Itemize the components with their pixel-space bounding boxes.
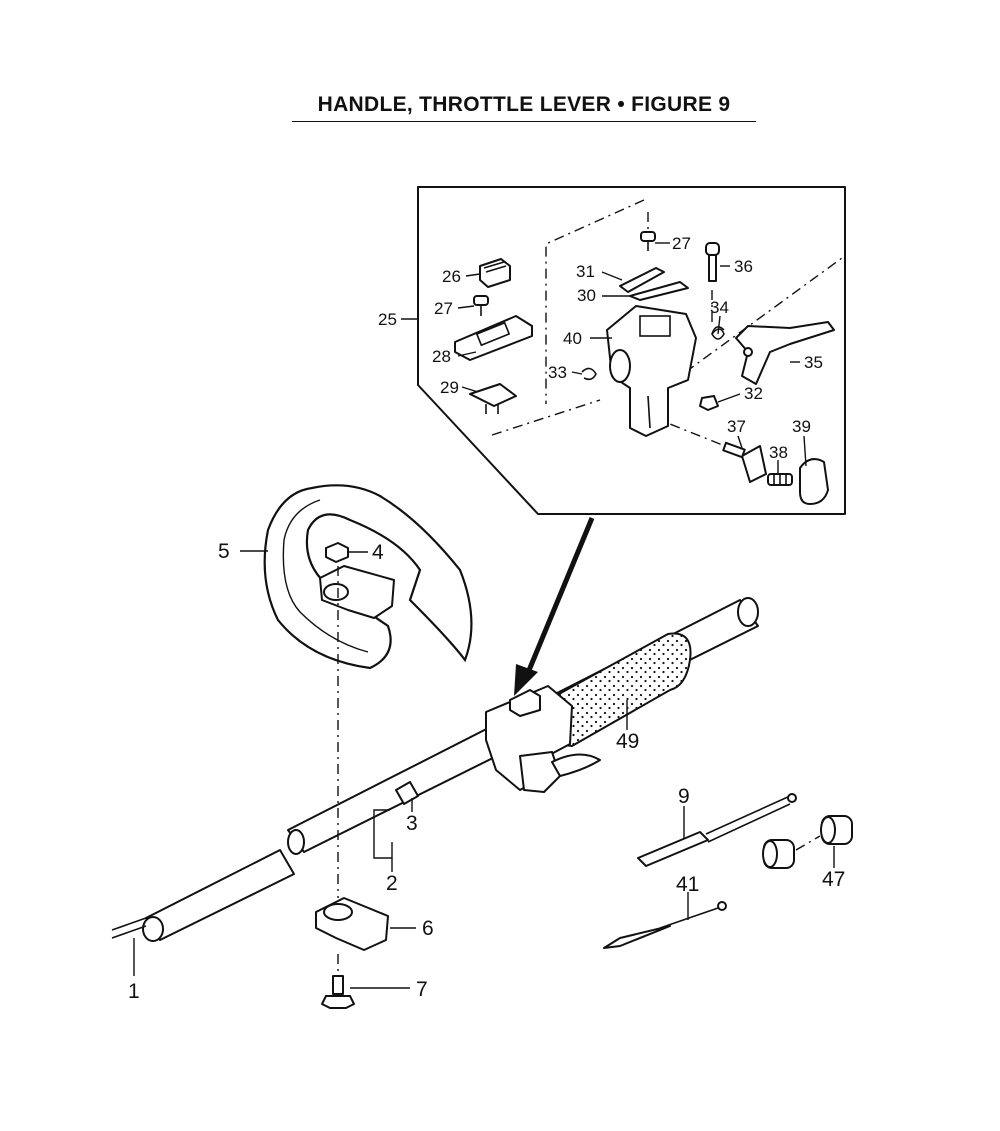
detail-pointer-arrow xyxy=(514,517,595,696)
pin-37-part xyxy=(722,441,767,483)
clamp-lower-part xyxy=(315,897,389,951)
label-part-49: 49 xyxy=(616,730,639,753)
label-part-33: 33 xyxy=(548,363,567,382)
title-underline xyxy=(292,121,756,122)
throttle-lever-part xyxy=(735,321,835,385)
switch-plate-part xyxy=(454,315,533,361)
label-part-40: 40 xyxy=(563,329,582,348)
spring-38-part xyxy=(767,473,793,486)
plate-parts xyxy=(619,267,689,301)
page-title: HANDLE, THROTTLE LEVER • FIGURE 9 xyxy=(317,93,731,116)
loop-handle-part xyxy=(263,484,473,670)
throttle-housing-part xyxy=(606,305,697,437)
label-part-1: 1 xyxy=(128,980,140,1003)
label-part-2: 2 xyxy=(386,872,398,895)
bushing-part xyxy=(762,815,853,869)
label-part-27: 27 xyxy=(434,299,453,318)
label-part-31: 31 xyxy=(576,262,595,281)
label-part-6: 6 xyxy=(422,917,434,940)
detail-inset-box xyxy=(417,186,846,515)
bolt-part xyxy=(321,975,355,1009)
label-part-9: 9 xyxy=(678,785,690,808)
throttle-housing-assembled xyxy=(485,685,601,793)
label-part-38: 38 xyxy=(769,443,788,462)
throttle-cable-part xyxy=(637,793,797,867)
label-part-25: 25 xyxy=(378,310,397,329)
screw-36-part xyxy=(705,242,720,282)
clip-part xyxy=(581,367,597,381)
label-part-39: 39 xyxy=(792,417,811,436)
label-part-29: 29 xyxy=(440,378,459,397)
nut-32-part xyxy=(699,395,719,411)
screw-part xyxy=(473,231,656,316)
switch-knob-part xyxy=(479,258,511,288)
label-part-3: 3 xyxy=(406,812,418,835)
label-part-5: 5 xyxy=(218,540,230,563)
label-part-28: 28 xyxy=(432,347,451,366)
label-part-4: 4 xyxy=(372,541,384,564)
label-part-30: 30 xyxy=(577,286,596,305)
label-part-7: 7 xyxy=(416,978,428,1001)
label-part-35: 35 xyxy=(804,353,823,372)
stop-wire-part xyxy=(603,901,727,949)
label-part-41: 41 xyxy=(676,873,699,896)
cover-39-part xyxy=(799,458,829,505)
label-part-27: 27 xyxy=(672,234,691,253)
contact-spring-part xyxy=(469,383,517,414)
label-part-34: 34 xyxy=(710,298,729,317)
leader-lines xyxy=(133,242,835,989)
label-part-36: 36 xyxy=(734,257,753,276)
part-labels: 25 26 27 27 28 29 30 31 32 33 34 35 36 3… xyxy=(128,234,845,1003)
label-part-32: 32 xyxy=(744,384,763,403)
label-part-37: 37 xyxy=(727,417,746,436)
label-part-26: 26 xyxy=(442,267,461,286)
label-part-47: 47 xyxy=(822,868,845,891)
